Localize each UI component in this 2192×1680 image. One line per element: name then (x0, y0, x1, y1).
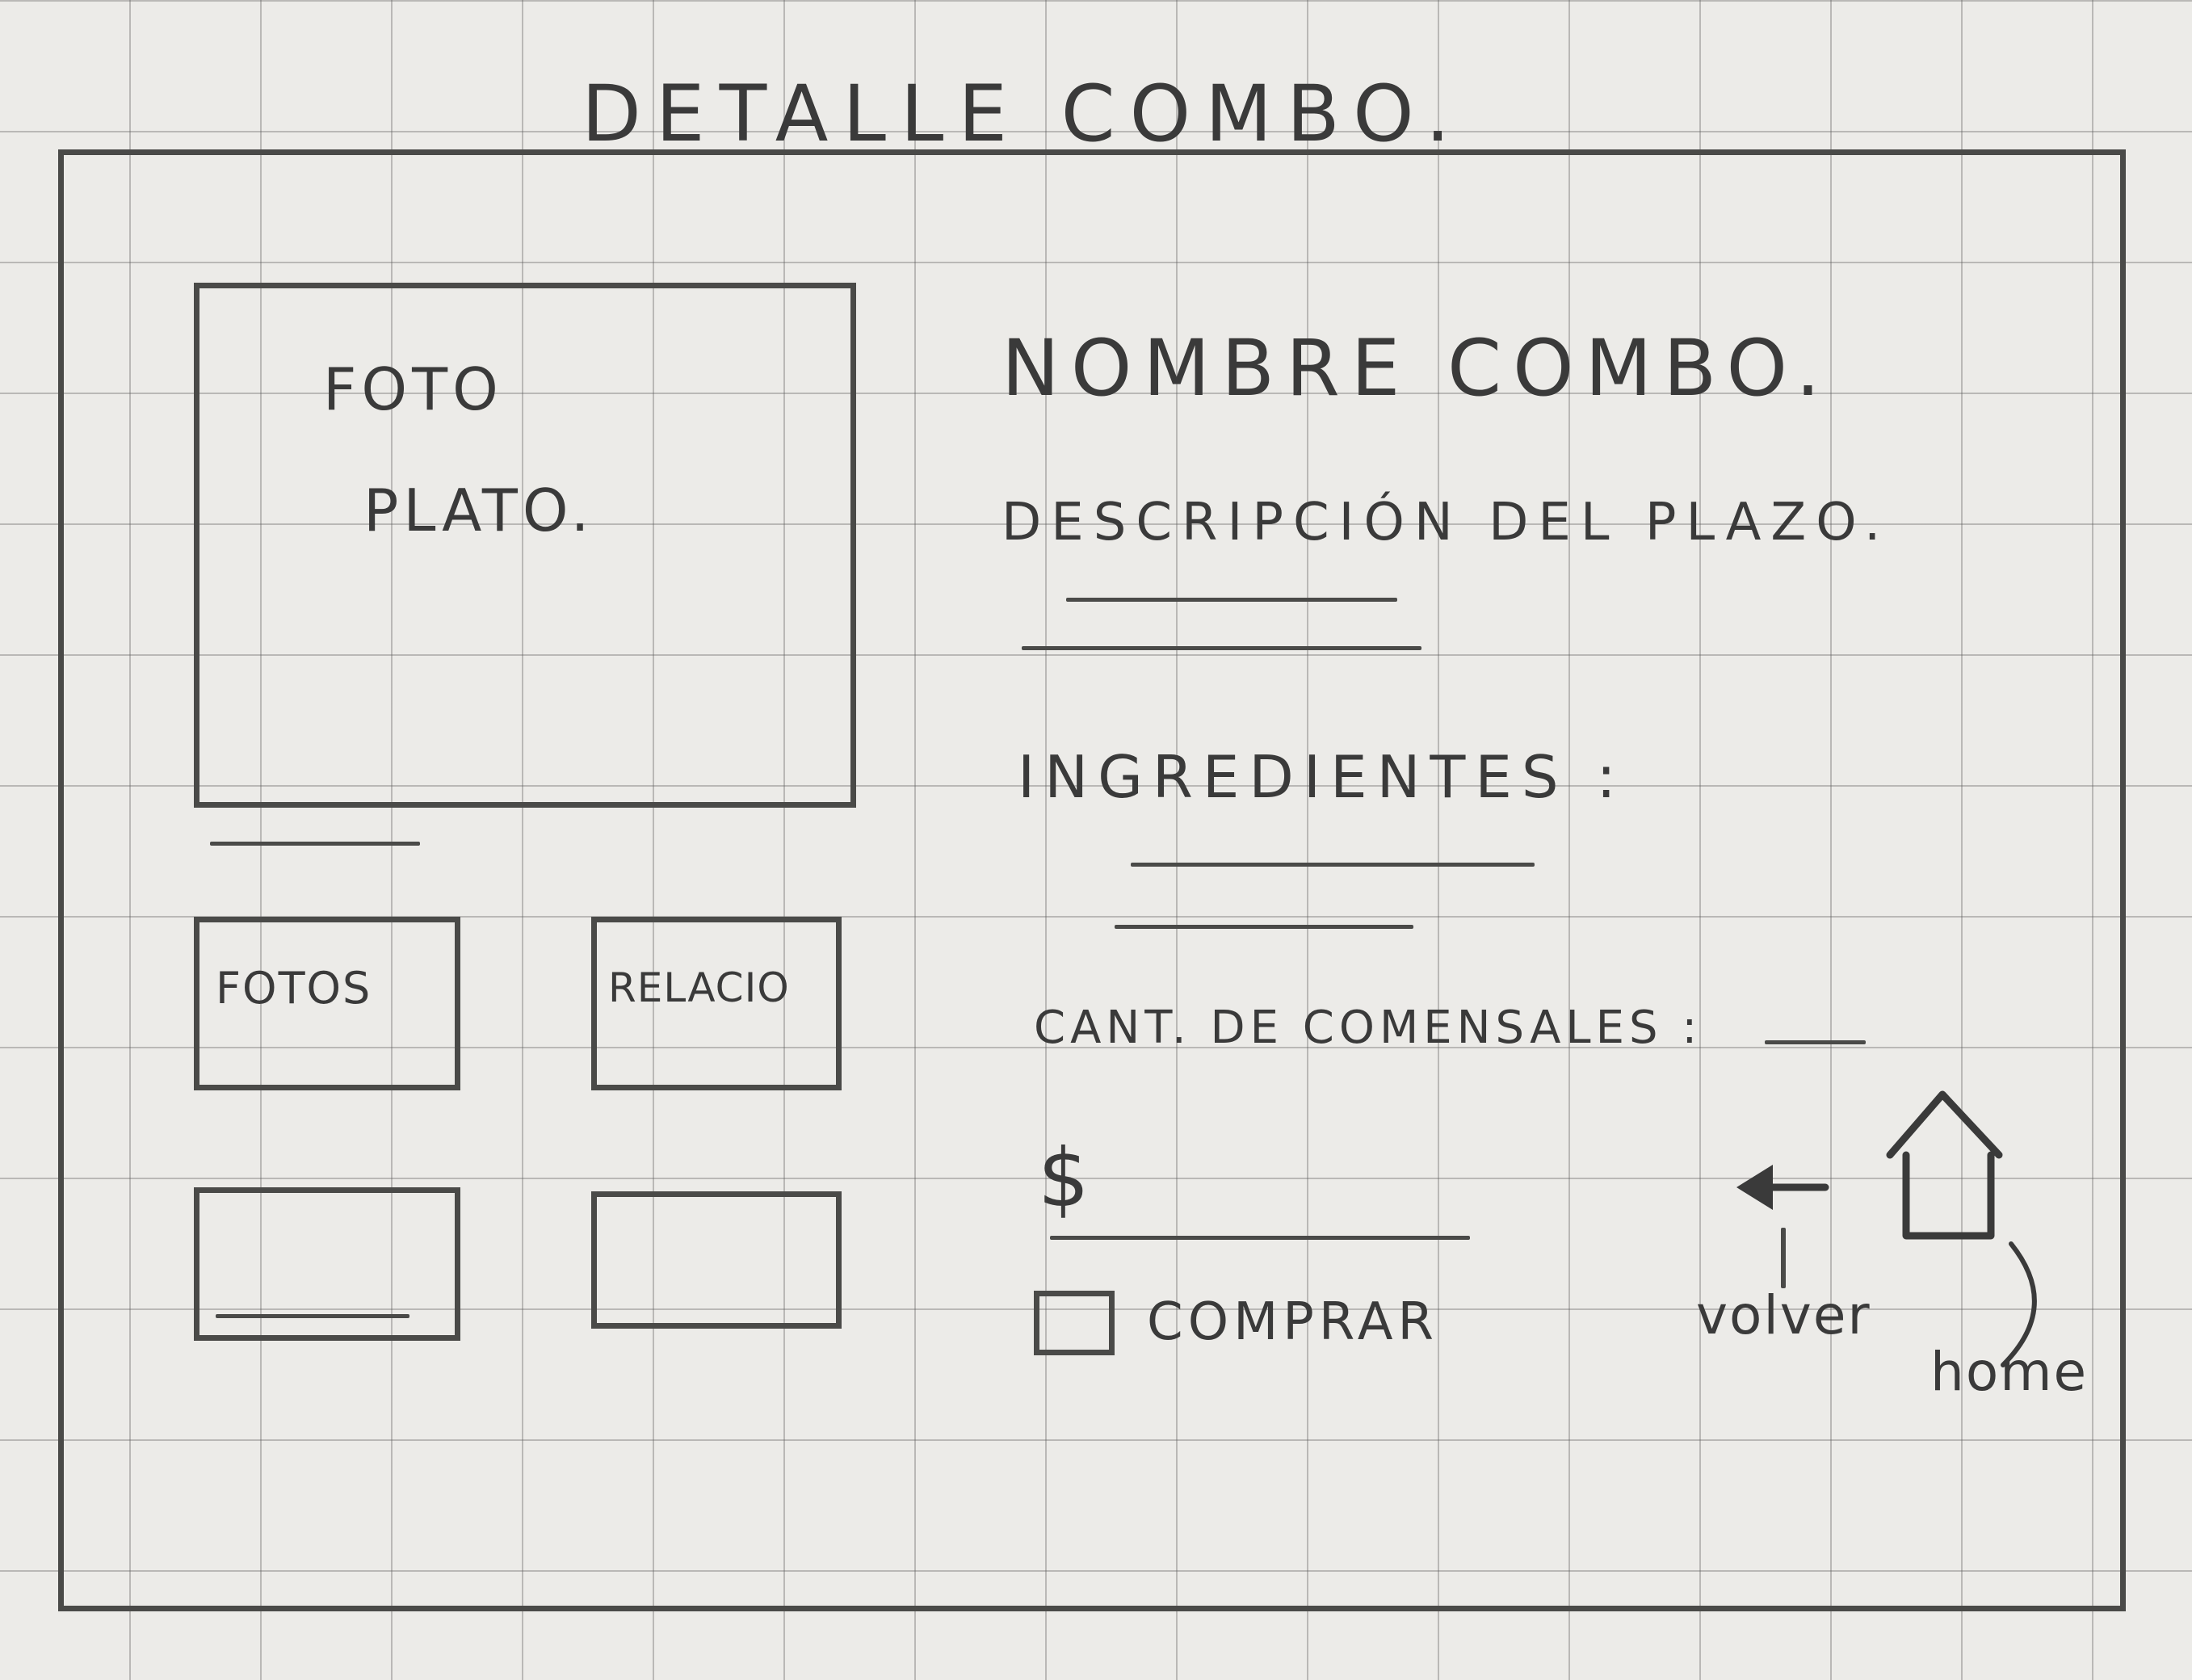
buy-control[interactable]: COMPRAR (1034, 1284, 1486, 1373)
home-button[interactable] (1874, 1082, 2019, 1244)
thumb-fotos[interactable]: FOTOS (194, 917, 460, 1090)
price-symbol: $ (1038, 1131, 1090, 1225)
thumb-fotos-label: FOTOS (216, 963, 372, 1014)
arrow-left-icon (1736, 1165, 1829, 1210)
diners-value-line (1765, 1040, 1866, 1044)
main-photo-placeholder (194, 283, 856, 808)
description-line-1 (1066, 598, 1397, 602)
thumb-empty-1-line (216, 1314, 409, 1318)
ingredients-line-2 (1115, 925, 1413, 929)
home-icon (1886, 1090, 2003, 1240)
buy-label: COMPRAR (1147, 1292, 1438, 1352)
ingredients-line-1 (1131, 863, 1535, 867)
combo-description: DESCRIPCIÓN DEL PLAZO. (1002, 493, 1891, 552)
diners-label: CANT. DE COMENSALES : (1034, 1002, 1703, 1054)
combo-name: NOMBRE COMBO. (1002, 323, 1832, 414)
page-title: DETALLE COMBO. (582, 69, 1465, 159)
back-pointer-line (1781, 1228, 1786, 1288)
back-button[interactable] (1728, 1147, 1850, 1341)
home-label[interactable]: home (1930, 1341, 2089, 1403)
main-frame (58, 149, 2126, 1611)
back-label[interactable]: volver (1696, 1284, 1871, 1346)
photo-label-line1: FOTO (323, 355, 503, 423)
thumb-relacio-label: RELACIO (608, 964, 790, 1011)
description-line-2 (1022, 646, 1421, 650)
photo-underline (210, 842, 420, 846)
photo-label-line2: PLATO. (363, 477, 594, 544)
thumb-empty-2[interactable] (591, 1191, 842, 1329)
price-underline (1050, 1236, 1470, 1240)
buy-checkbox[interactable] (1034, 1291, 1115, 1355)
thumb-relacio[interactable]: RELACIO (591, 917, 842, 1090)
ingredients-label: INGREDIENTES : (1018, 743, 1626, 811)
home-pointer-curve (2001, 1241, 2037, 1367)
thumb-empty-1[interactable] (194, 1187, 460, 1341)
